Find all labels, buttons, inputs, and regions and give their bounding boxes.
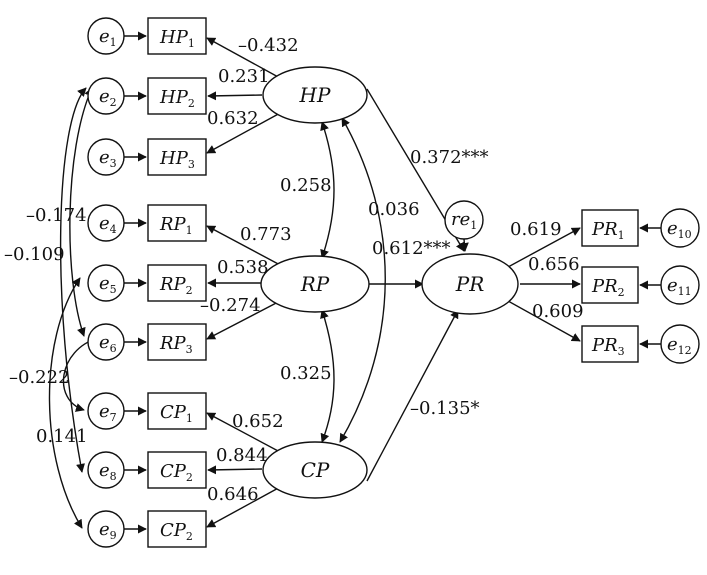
coef-cp-cp2: 0.844 [216, 445, 268, 466]
latent-covariances [320, 117, 386, 443]
error-term-e1: e1 [87, 17, 125, 55]
coef-hp-rp: 0.258 [280, 175, 332, 196]
svg-text:e10: e10 [667, 218, 692, 241]
error-arrows-right [639, 223, 661, 349]
coef-cov-e2-e8: –0.109 [4, 244, 65, 265]
error-term-e3: e3 [87, 138, 125, 176]
svg-text:e5: e5 [99, 273, 117, 296]
coef-hp-pr: 0.372*** [410, 147, 489, 168]
svg-text:HP: HP [299, 83, 331, 107]
error-term-e7: e7 [87, 392, 125, 430]
coef-rp-pr: 0.612*** [372, 238, 451, 259]
error-arrows-left [124, 31, 147, 534]
coef-hp-hp2: 0.231 [218, 66, 270, 87]
error-term-e2: e2 [87, 77, 125, 115]
svg-text:RP2: RP2 [159, 274, 193, 297]
svg-text:CP2: CP2 [160, 461, 193, 484]
error-term-e5: e5 [87, 264, 125, 302]
loading-arrows [206, 37, 581, 528]
svg-text:HP3: HP3 [159, 148, 195, 171]
indicator-RP2: RP2 [147, 264, 207, 302]
error-term-e9: e9 [87, 510, 125, 548]
error-term-e4: e4 [87, 204, 125, 242]
coef-cp-cp3: 0.646 [207, 484, 259, 505]
error-term-e12: e12 [660, 324, 700, 364]
residual-re1: re1 [444, 200, 484, 240]
svg-text:CP1: CP1 [160, 402, 193, 425]
error-term-e8: e8 [87, 451, 125, 489]
svg-text:e2: e2 [99, 86, 117, 109]
svg-text:RP: RP [300, 272, 330, 296]
svg-text:RP1: RP1 [159, 214, 193, 237]
coef-cov-e2-e4: –0.174 [26, 205, 87, 226]
svg-text:re1: re1 [451, 209, 477, 232]
coef-rp-rp2: 0.538 [217, 257, 269, 278]
indicator-CP2-b: CP2 [147, 510, 207, 548]
indicator-PR2: PR2 [581, 266, 639, 304]
coef-pr-pr1: 0.619 [510, 219, 562, 240]
coef-rp-rp1: 0.773 [240, 224, 292, 245]
svg-text:PR: PR [455, 272, 485, 296]
coef-cp-cp1: 0.652 [232, 411, 284, 432]
svg-text:RP3: RP3 [159, 333, 193, 356]
svg-text:PR3: PR3 [591, 335, 625, 358]
coef-hp-cp: 0.036 [368, 199, 420, 220]
latent-PR: PR [421, 253, 519, 315]
coef-pr-pr3: 0.609 [532, 301, 584, 322]
svg-text:e6: e6 [99, 332, 117, 355]
svg-text:e12: e12 [667, 334, 692, 357]
error-term-e6: e6 [87, 323, 125, 361]
coef-pr-pr2: 0.656 [528, 254, 580, 275]
indicator-CP2-a: CP2 [147, 451, 207, 489]
svg-text:e4: e4 [99, 213, 117, 236]
error-term-e10: e10 [660, 208, 700, 248]
indicator-HP1: HP1 [147, 17, 207, 55]
indicator-CP1: CP1 [147, 392, 207, 430]
svg-text:e3: e3 [99, 147, 117, 170]
svg-text:e7: e7 [99, 401, 117, 424]
coef-cov-e6-e7: 0.141 [36, 426, 88, 447]
coef-rp-cp: 0.325 [280, 363, 332, 384]
indicator-PR3: PR3 [581, 325, 639, 363]
indicator-HP3: HP3 [147, 138, 207, 176]
coefficient-labels: –0.432 0.231 0.632 0.773 0.538 –0.274 0.… [4, 35, 584, 505]
indicator-RP1: RP1 [147, 204, 207, 242]
error-covariances [48, 87, 99, 529]
latent-RP: RP [260, 255, 370, 313]
indicator-PR1: PR1 [581, 209, 639, 247]
latent-HP: HP [262, 66, 368, 124]
svg-text:CP2: CP2 [160, 520, 193, 543]
svg-text:CP: CP [301, 458, 330, 482]
svg-text:PR1: PR1 [591, 219, 625, 242]
svg-text:e8: e8 [99, 460, 117, 483]
indicator-RP3: RP3 [147, 323, 207, 361]
svg-text:PR2: PR2 [591, 276, 625, 299]
latent-CP: CP [262, 441, 368, 499]
svg-text:HP2: HP2 [159, 87, 195, 110]
coef-cov-e5-e9: –0.222 [9, 367, 70, 388]
coef-cp-pr: –0.135* [410, 398, 480, 419]
svg-text:HP1: HP1 [159, 27, 195, 50]
error-term-e11: e11 [660, 265, 700, 305]
svg-text:e9: e9 [99, 519, 117, 542]
indicator-HP2: HP2 [147, 77, 207, 115]
coef-hp-hp1: –0.432 [238, 35, 299, 56]
svg-text:e1: e1 [99, 26, 117, 49]
svg-text:e11: e11 [667, 275, 692, 298]
coef-hp-hp3: 0.632 [207, 108, 259, 129]
coef-rp-rp3: –0.274 [200, 295, 261, 316]
